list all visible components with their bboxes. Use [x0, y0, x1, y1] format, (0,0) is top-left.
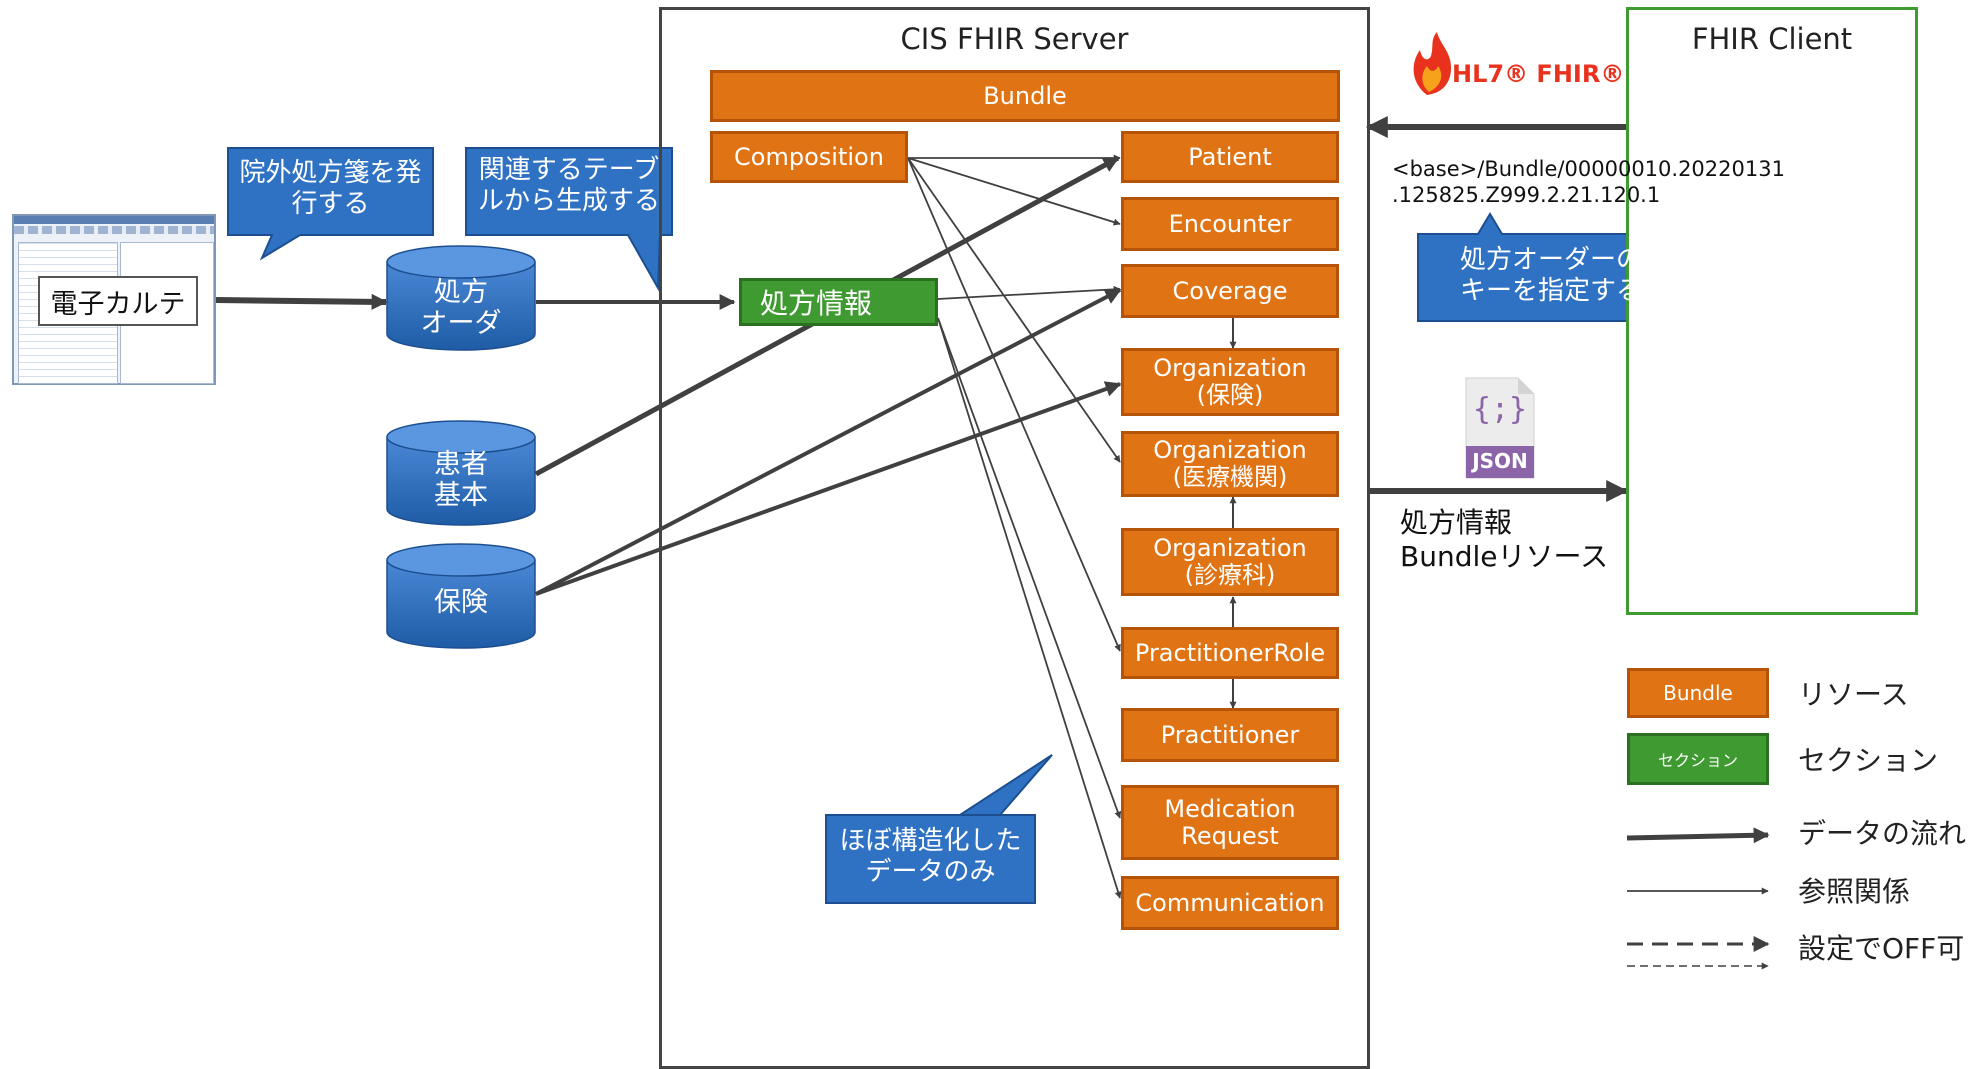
callout-issue-shape: [227, 147, 434, 261]
legend-data-flow: データの流れ: [1798, 817, 1967, 850]
resource-organization-hospital: Organization (医療機関): [1121, 431, 1339, 497]
emr-label-box: 電子カルテ: [38, 276, 198, 326]
resource-organization-insurance: Organization (保険): [1121, 348, 1339, 416]
resource-composition: Composition: [710, 131, 908, 183]
callout-key-shape: [1417, 212, 1685, 322]
callout-issue: 院外処方箋を発 行する: [239, 158, 422, 219]
resource-patient-label: Patient: [1188, 142, 1272, 171]
legend-resource: リソース: [1798, 678, 1909, 711]
ref-composition-org-hospital: [907, 157, 1121, 463]
legend-section: セクション: [1798, 744, 1939, 777]
resource-encounter: Encounter: [1121, 197, 1339, 251]
output-label: 処方情報 Bundleリソース: [1400, 506, 1609, 573]
database-insurance: [386, 543, 536, 649]
resource-bundle-label: Bundle: [983, 81, 1067, 110]
legend-bundle-swatch-label: Bundle: [1663, 680, 1733, 705]
resource-communication: Communication: [1121, 876, 1339, 930]
resource-coverage-label: Coverage: [1172, 276, 1288, 305]
callout-generate: 関連するテーブ ルから生成する: [477, 155, 660, 216]
db-insurance-label: 保険: [434, 587, 488, 618]
resource-organization-hospital-label: Organization (医療機関): [1153, 436, 1307, 491]
json-glyph: {;}: [1472, 392, 1528, 427]
resource-practitioner-role-label: PractitionerRole: [1134, 638, 1326, 667]
hl7-fhir-logo: HL7® FHIR®: [1452, 60, 1624, 88]
ref-section-medication-request: [937, 317, 1122, 819]
legend-reference: 参照関係: [1798, 875, 1911, 908]
section-prescription-info-label: 処方情報: [760, 287, 873, 320]
client-title: FHIR Client: [1691, 22, 1853, 56]
legend-data-flow-line: [1626, 827, 1770, 844]
legend-optional: 設定でOFF可: [1798, 932, 1965, 965]
cis-fhir-server-frame: CIS FHIR Server: [659, 7, 1370, 1069]
db-order-label: 処方 オーダ: [420, 277, 502, 339]
section-prescription-info: 処方情報: [739, 278, 938, 326]
resource-bundle: Bundle: [710, 70, 1340, 122]
ref-section-communication: [937, 317, 1122, 899]
flow-emr-to-order: [215, 293, 388, 310]
callout-structured-shape: [825, 754, 1053, 904]
callout-key: 処方オーダーの キーを指定する: [1459, 245, 1642, 306]
request-url: <base>/Bundle/00000010.20220131 .125825.…: [1392, 156, 1785, 208]
database-order: [386, 245, 536, 351]
ref-section-coverage: [937, 285, 1121, 300]
fhir-client-frame: FHIR Client: [1626, 7, 1918, 615]
resource-organization-department-label: Organization (診療科): [1153, 534, 1307, 589]
flame-icon: [1413, 32, 1452, 95]
emr-label: 電子カルテ: [50, 288, 186, 320]
resource-medication-request: Medication Request: [1121, 785, 1339, 860]
resource-organization-department: Organization (診療科): [1121, 528, 1339, 596]
resource-organization-insurance-label: Organization (保険): [1153, 354, 1307, 409]
resource-patient: Patient: [1121, 131, 1339, 183]
resource-coverage: Coverage: [1121, 264, 1339, 318]
json-label: JSON: [1472, 449, 1528, 473]
resource-composition-label: Composition: [734, 142, 884, 171]
flow-insurance-to-org: [535, 381, 1122, 596]
resource-practitioner-label: Practitioner: [1160, 720, 1300, 749]
flow-insurance-to-coverage: [535, 288, 1122, 596]
database-patient: [386, 420, 536, 526]
resource-practitioner: Practitioner: [1121, 708, 1339, 762]
server-title: CIS FHIR Server: [900, 22, 1129, 56]
emr-titlebar: [14, 216, 214, 224]
ref-composition-practitioner-role: [907, 157, 1121, 652]
emr-toolbar: [14, 226, 214, 234]
legend-section-swatch: セクション: [1627, 733, 1769, 785]
legend-section-swatch-label: セクション: [1657, 751, 1738, 770]
json-file-icon: [1465, 377, 1535, 479]
ref-composition-encounter: [907, 157, 1121, 226]
resource-medication-request-label: Medication Request: [1164, 794, 1296, 850]
legend-bundle-swatch: Bundle: [1627, 668, 1769, 718]
db-patient-label: 患者 基本: [434, 449, 488, 511]
resource-communication-label: Communication: [1135, 888, 1325, 917]
resource-encounter-label: Encounter: [1168, 209, 1292, 238]
hl7-fhir-logo-text: HL7® FHIR®: [1452, 60, 1625, 88]
resource-practitioner-role: PractitionerRole: [1121, 627, 1339, 679]
callout-structured: ほぼ構造化した データのみ: [839, 826, 1022, 887]
